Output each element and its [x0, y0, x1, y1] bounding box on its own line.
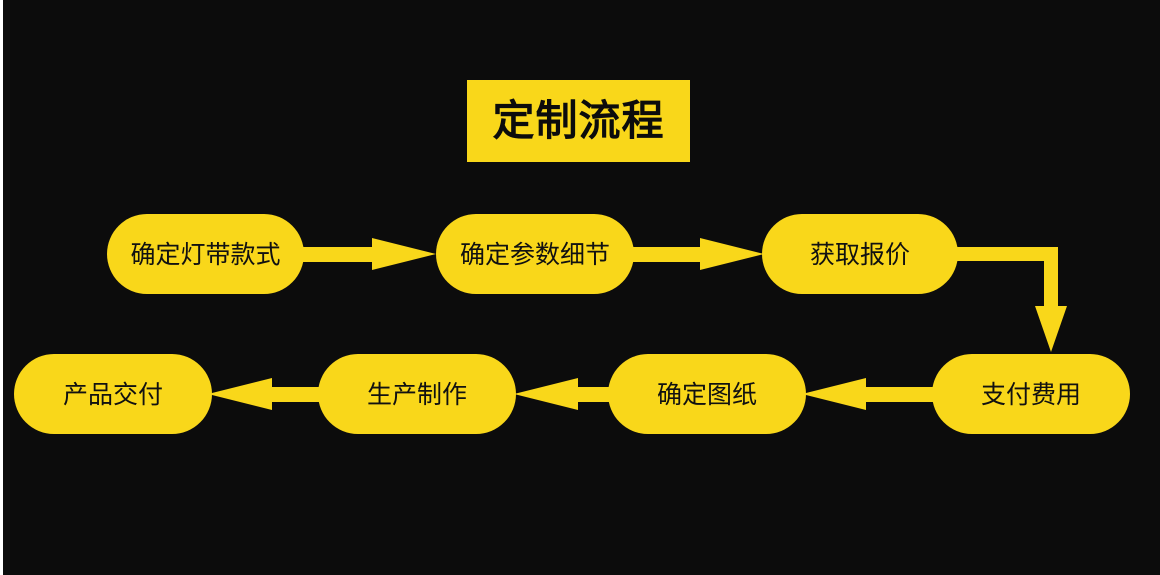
step-node-4: 支付费用	[932, 354, 1130, 434]
arrow-step5-to-step6	[514, 378, 612, 410]
step-label: 确定灯带款式	[130, 239, 281, 269]
step-node-5: 确定图纸	[608, 354, 806, 434]
step-node-7: 产品交付	[14, 354, 212, 434]
step-node-2: 确定参数细节	[436, 214, 634, 294]
arrow-step3-to-step4	[955, 247, 1067, 352]
arrow-step4-to-step5	[802, 378, 934, 410]
step-node-1: 确定灯带款式	[107, 214, 304, 294]
arrow-step6-to-step7	[208, 378, 322, 410]
arrow-step1-to-step2	[300, 238, 436, 270]
step-node-6: 生产制作	[318, 354, 516, 434]
title-box: 定制流程	[467, 80, 690, 162]
step-node-3: 获取报价	[762, 214, 958, 294]
left-border	[0, 0, 3, 575]
step-label: 获取报价	[809, 239, 910, 269]
step-label: 产品交付	[62, 379, 163, 409]
arrow-step2-to-step3	[630, 238, 764, 270]
step-label: 支付费用	[980, 379, 1081, 409]
step-label: 确定参数细节	[459, 239, 610, 269]
step-label: 生产制作	[366, 379, 467, 409]
step-label: 确定图纸	[656, 379, 757, 409]
page-title: 定制流程	[492, 96, 665, 145]
